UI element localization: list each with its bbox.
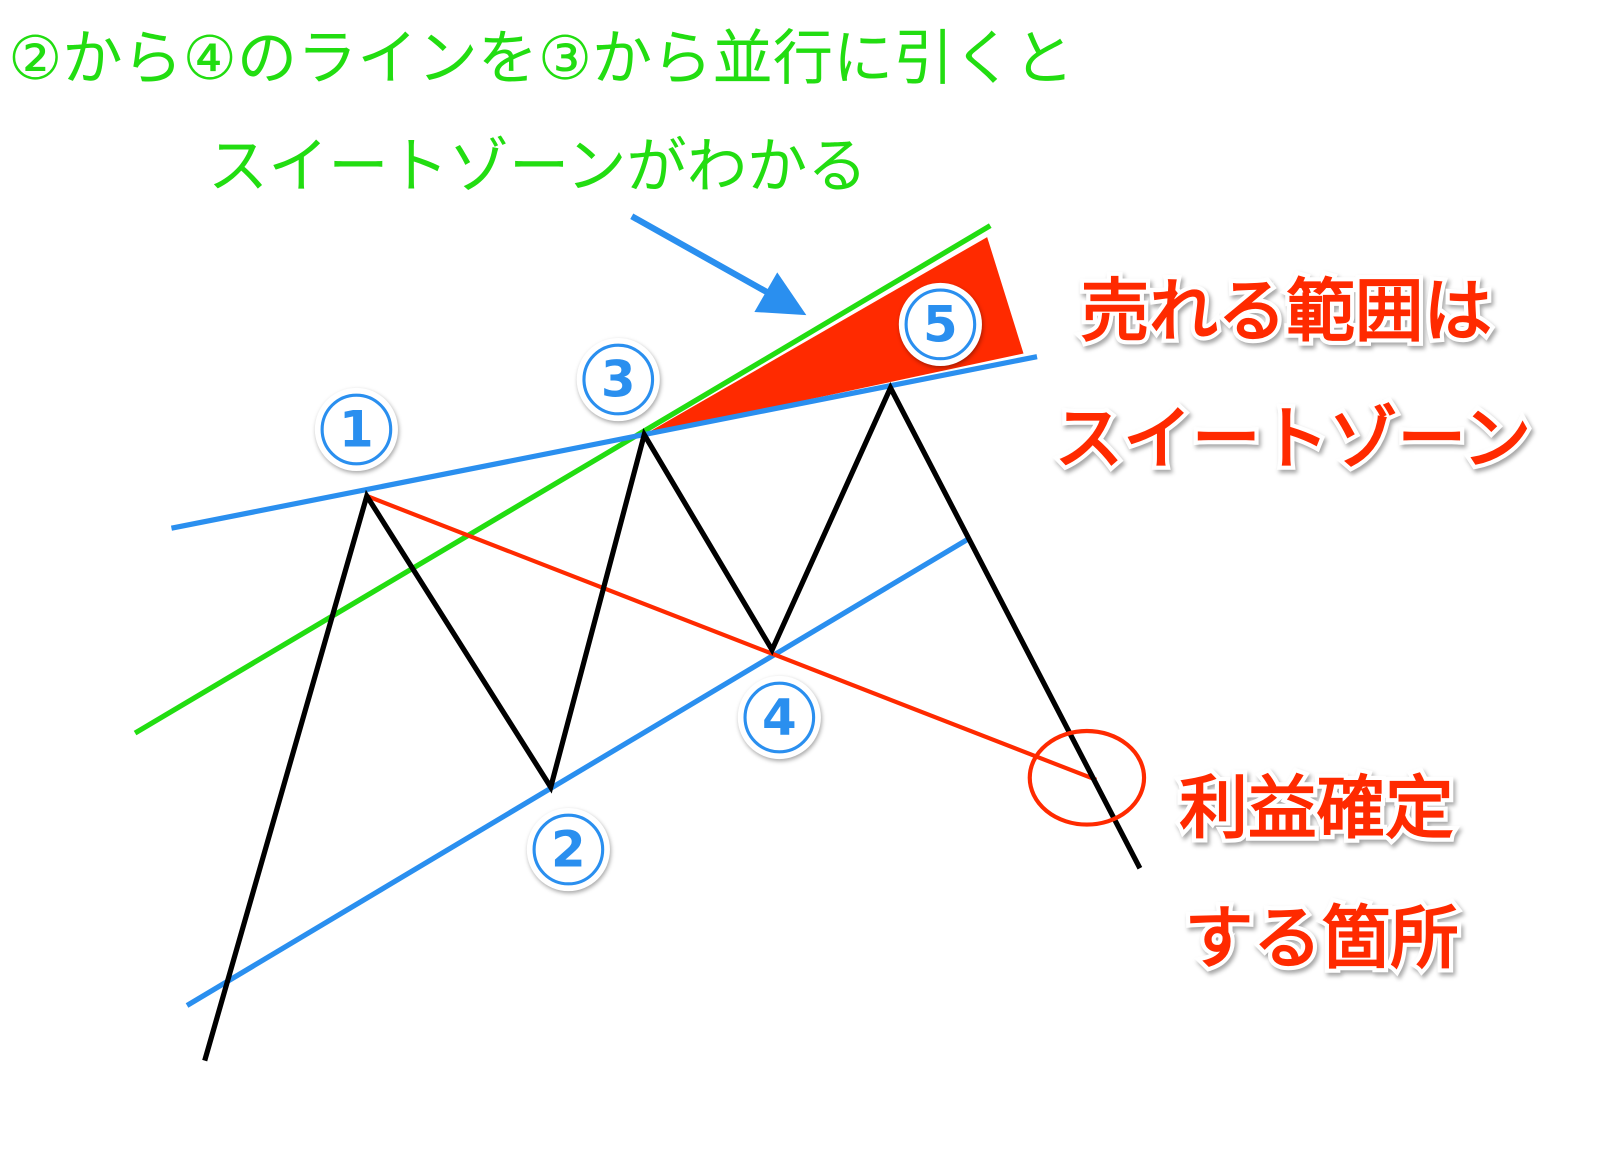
point-2-marker: 2	[526, 807, 610, 892]
profit-target-circle	[1027, 728, 1147, 827]
point-5-label: 5	[923, 295, 958, 353]
lower-trend-line	[185, 535, 972, 1008]
profit-label-1: 利益確定	[1179, 769, 1453, 849]
arrow-icon	[630, 213, 807, 316]
point-2-label: 2	[551, 821, 586, 879]
point-4-label: 4	[762, 688, 797, 746]
title-line-2: スイートゾーンがわかる	[208, 132, 868, 202]
parallel-line-green	[133, 223, 992, 736]
price-zigzag	[202, 381, 1143, 1062]
upper-trend-line	[170, 354, 1038, 531]
point-1-label: 1	[339, 400, 374, 458]
target-line-red	[366, 494, 1098, 782]
sell-range-label-1: 売れる範囲は	[1081, 272, 1492, 352]
sell-range-label-2: スイートゾーン	[1055, 400, 1532, 480]
title-line-1: ②から④のラインを③から並行に引くと	[8, 24, 1074, 94]
profit-label-2: する箇所	[1185, 899, 1459, 979]
point-3-marker: 3	[576, 337, 660, 422]
point-4-marker: 4	[737, 675, 821, 760]
point-5-marker: 5	[898, 282, 982, 367]
point-3-label: 3	[601, 351, 636, 409]
point-1-marker: 1	[314, 387, 398, 472]
